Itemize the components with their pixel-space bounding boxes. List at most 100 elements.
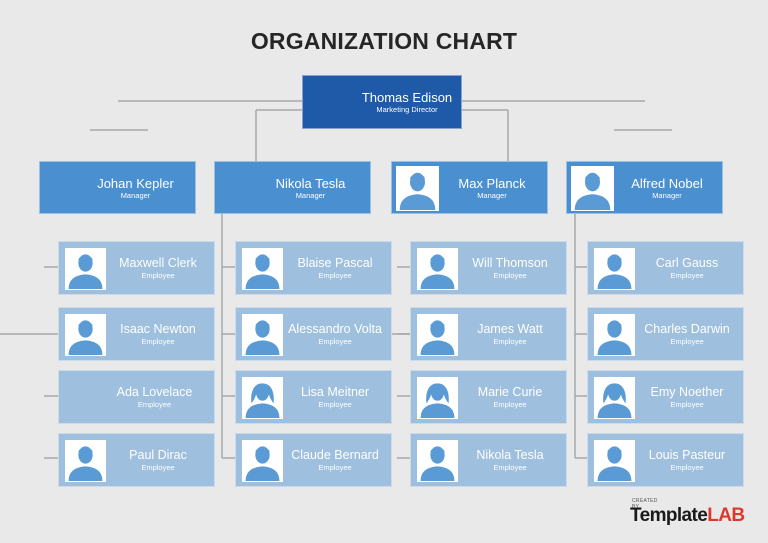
avatar xyxy=(242,377,283,419)
node-role: Marketing Director xyxy=(376,105,438,114)
avatar xyxy=(242,440,283,482)
node-name: Ada Lovelace xyxy=(116,385,193,399)
male-avatar-icon xyxy=(243,249,282,289)
node-name: Blaise Pascal xyxy=(297,256,373,270)
avatar xyxy=(594,377,635,419)
male-avatar-icon xyxy=(595,315,634,355)
male-avatar-icon xyxy=(66,441,105,481)
node-role: Employee xyxy=(141,463,175,472)
node-name: James Watt xyxy=(477,322,543,336)
avatar xyxy=(417,440,458,482)
node-role: Employee xyxy=(493,400,527,409)
male-avatar-icon xyxy=(595,249,634,289)
node-role: Employee xyxy=(141,337,175,346)
male-avatar-icon xyxy=(418,441,457,481)
avatar xyxy=(65,248,106,290)
node-role: Employee xyxy=(670,337,704,346)
avatar xyxy=(594,440,635,482)
node-role: Employee xyxy=(141,271,175,280)
male-avatar-icon xyxy=(66,249,105,289)
female-avatar-icon xyxy=(595,378,634,418)
avatar xyxy=(417,248,458,290)
male-avatar-icon xyxy=(243,441,282,481)
node-role: Employee xyxy=(137,400,172,409)
node-name: Marie Curie xyxy=(477,385,543,399)
node-role: Employee xyxy=(318,337,352,346)
logo-brand: TemplateLAB xyxy=(630,505,745,527)
avatar xyxy=(571,166,614,211)
node-name: Maxwell Clerk xyxy=(119,256,197,270)
node-role: Employee xyxy=(493,463,527,472)
node-name: Nikola Tesla xyxy=(275,175,346,191)
node-name: Thomas Edison xyxy=(361,90,453,105)
node-name: Paul Dirac xyxy=(129,448,187,462)
node-role: Employee xyxy=(318,463,352,472)
node-name: Max Planck xyxy=(458,175,526,191)
node-role: Manager xyxy=(652,190,682,200)
male-avatar-icon xyxy=(243,315,282,355)
logo-small-text: CREATED BY xyxy=(632,498,658,510)
node-role: Employee xyxy=(493,271,527,280)
node-name: Charles Darwin xyxy=(644,322,730,336)
node-name: Carl Gauss xyxy=(655,256,719,270)
node-role: Employee xyxy=(670,400,704,409)
male-avatar-icon xyxy=(595,441,634,481)
node-name: Isaac Newton xyxy=(120,322,196,336)
female-avatar-icon xyxy=(243,378,282,418)
avatar xyxy=(594,248,635,290)
node-name: Will Thomson xyxy=(472,256,548,270)
node-role: Employee xyxy=(493,337,527,346)
male-avatar-icon xyxy=(418,315,457,355)
node-name: Alessandro Volta xyxy=(288,322,382,336)
node-name: Alfred Nobel xyxy=(631,175,703,191)
avatar xyxy=(594,314,635,356)
node-name: Nikola Tesla xyxy=(476,448,544,462)
node-name: Louis Pasteur xyxy=(648,448,726,462)
female-avatar-icon xyxy=(418,378,457,418)
node-role: Manager xyxy=(477,190,507,200)
avatar xyxy=(417,314,458,356)
male-avatar-icon xyxy=(66,315,105,355)
avatar xyxy=(242,314,283,356)
node-role: Manager xyxy=(120,190,151,200)
male-avatar-icon xyxy=(397,167,438,210)
